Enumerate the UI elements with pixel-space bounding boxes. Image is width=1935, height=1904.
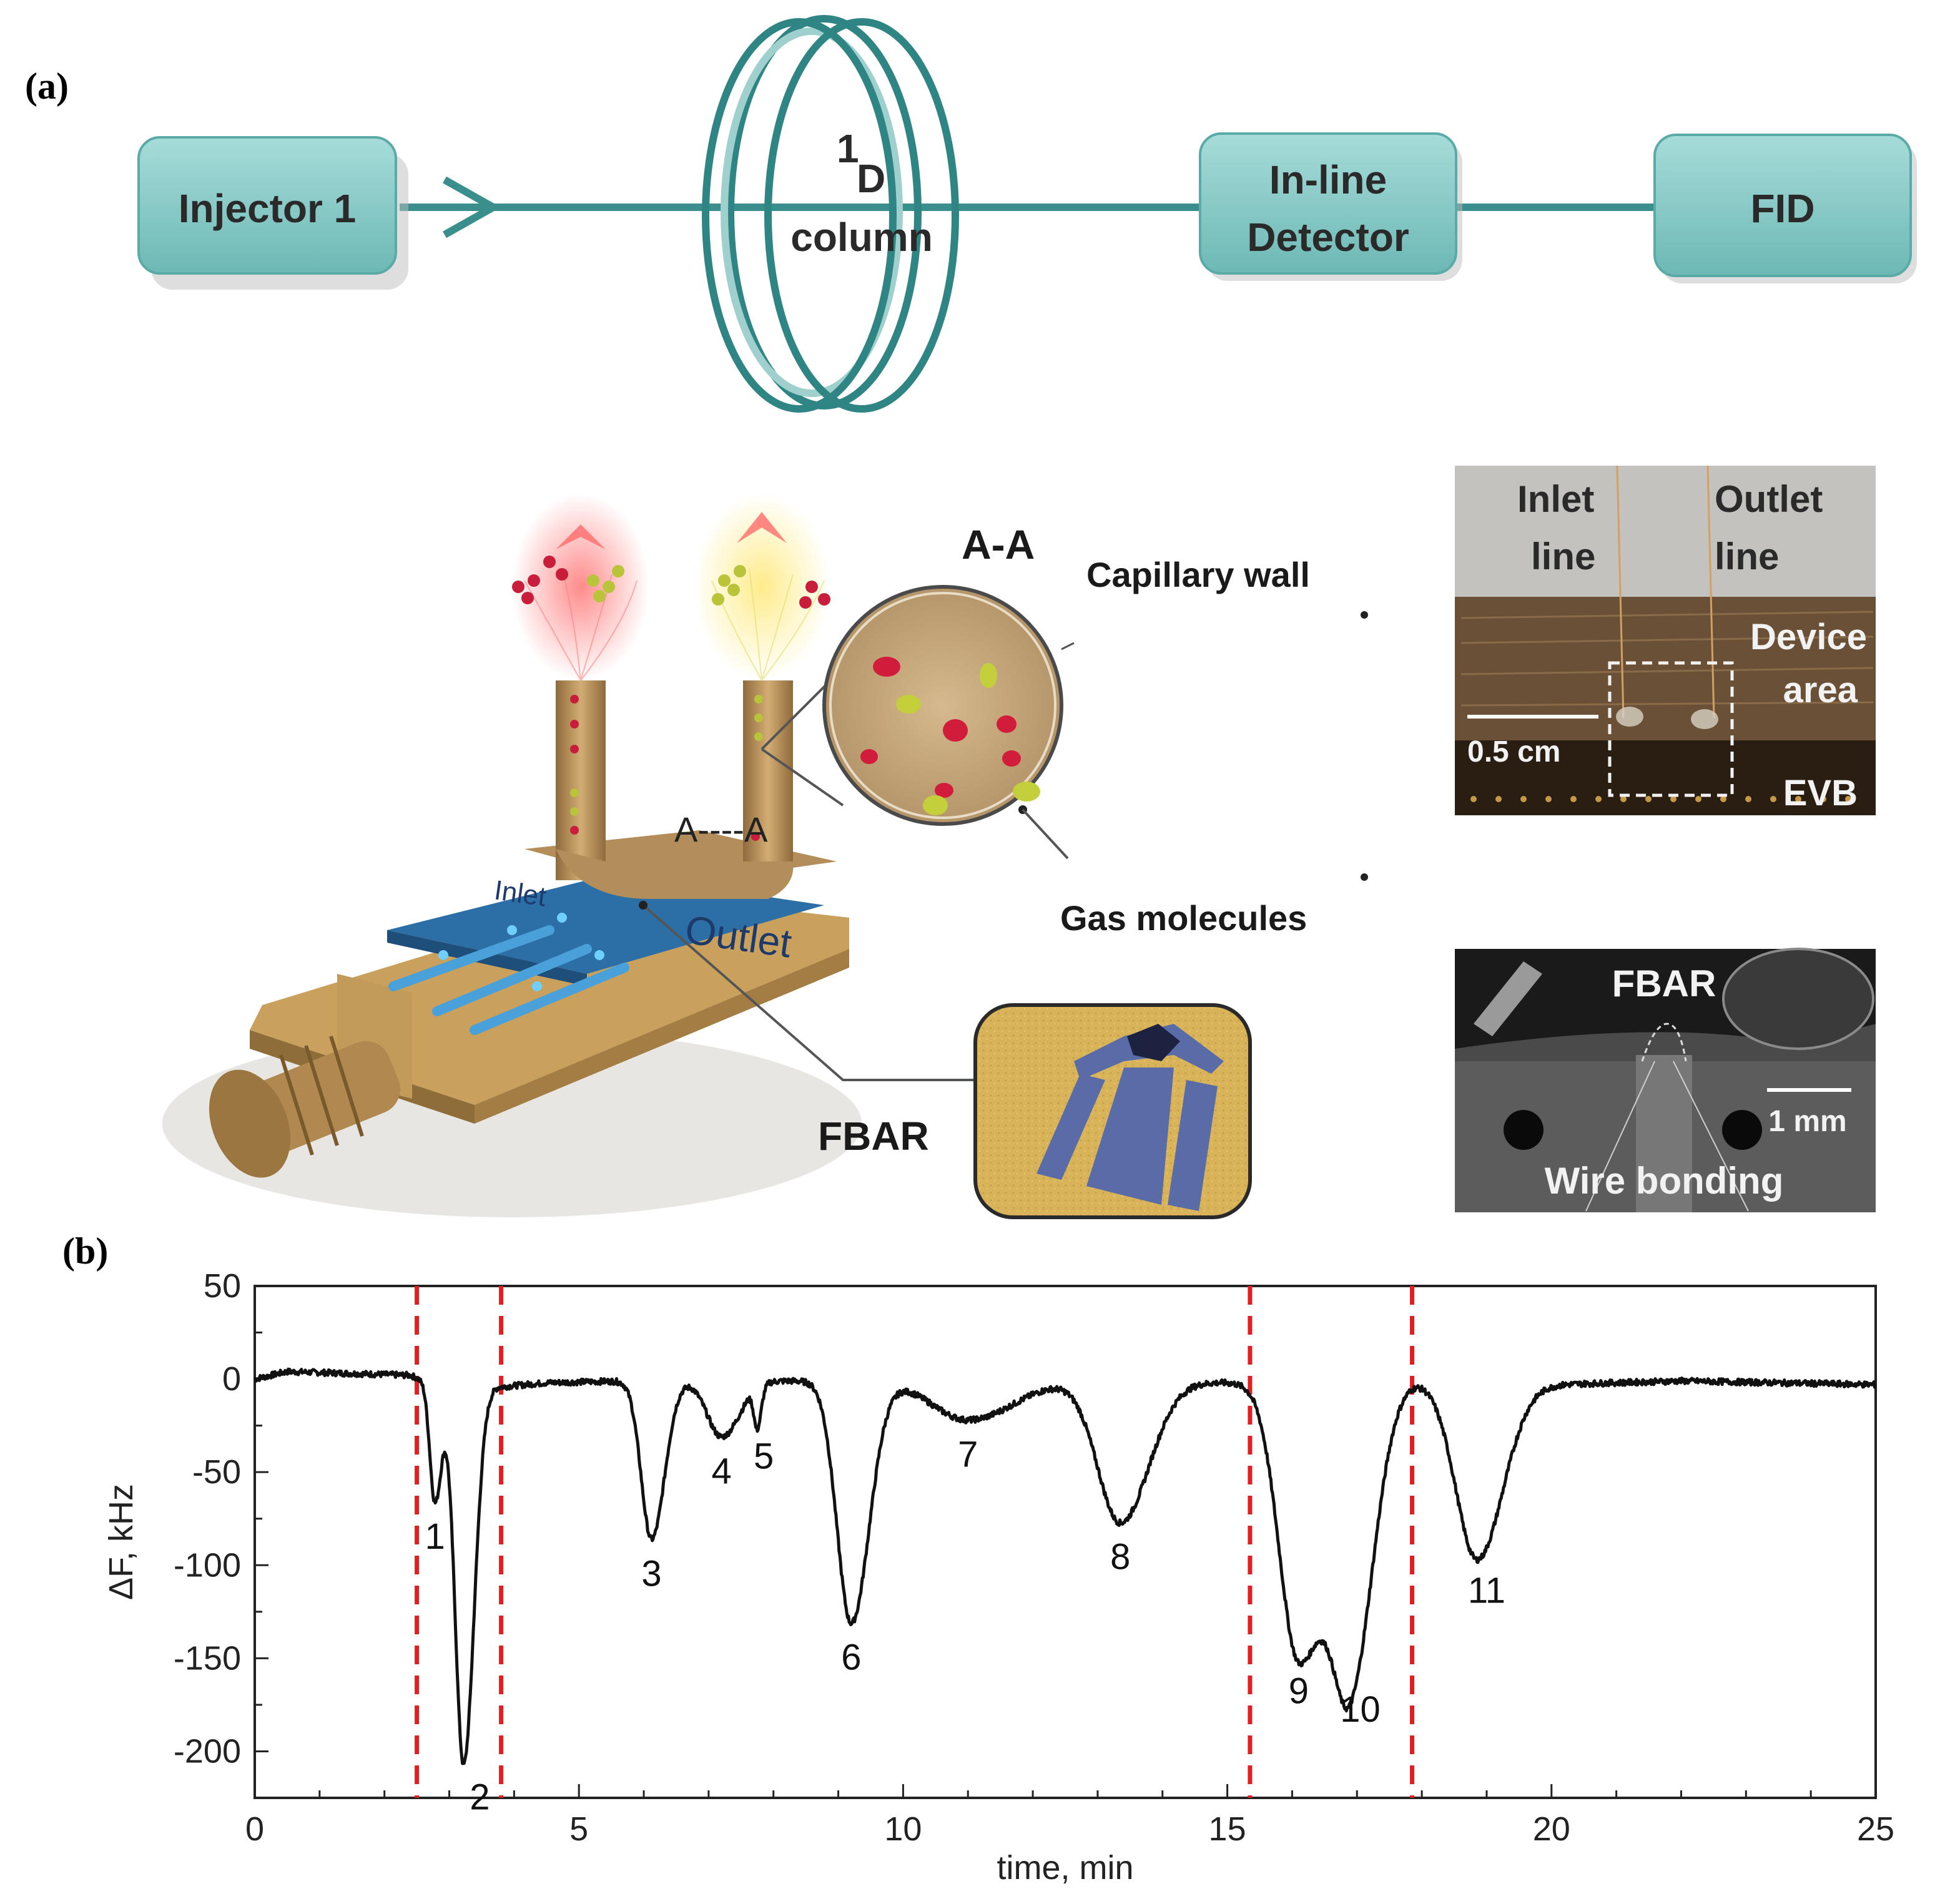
peak-label: 8 bbox=[1110, 1537, 1130, 1578]
device-photo: Inlet line Outlet line Device area 0.5 c… bbox=[1455, 465, 1876, 815]
flow-arrow-icon bbox=[443, 176, 497, 238]
x-tick-label: 5 bbox=[569, 1810, 588, 1848]
column-coil-icon bbox=[702, 15, 959, 413]
peak-label: 4 bbox=[712, 1451, 732, 1492]
x-tick-label: 25 bbox=[1857, 1810, 1894, 1848]
y-axis-label: ΔF, kHz bbox=[102, 1484, 140, 1600]
photo-inlet-2: line bbox=[1531, 536, 1595, 577]
fbar-photo: FBAR 1 mm Wire bonding bbox=[1455, 948, 1876, 1212]
section-marker: A----A bbox=[674, 810, 768, 849]
x-ticks: 0 5 10 15 20 25 bbox=[245, 1784, 1894, 1848]
y-tick-label: -150 bbox=[174, 1639, 241, 1677]
injector-box: Injector 1 bbox=[137, 136, 408, 290]
peak-label: 7 bbox=[958, 1435, 978, 1475]
cut-markers bbox=[415, 1286, 1415, 1798]
signal-trace bbox=[254, 1367, 1877, 1765]
column-label-2: column bbox=[790, 215, 933, 260]
y-tick-label: -50 bbox=[192, 1453, 241, 1491]
detector-label-1: In-line bbox=[1269, 157, 1387, 202]
detector-label-2: Detector bbox=[1247, 215, 1409, 260]
peak-label: 5 bbox=[754, 1436, 774, 1477]
cross-section-circle bbox=[822, 585, 1063, 826]
fid-label: FID bbox=[1750, 186, 1814, 231]
x-tick-label: 0 bbox=[245, 1810, 264, 1848]
peak-label: 1 bbox=[425, 1516, 445, 1557]
y-tick-label: 50 bbox=[204, 1267, 241, 1305]
fbar-inset bbox=[973, 1003, 1252, 1219]
x-tick-label: 20 bbox=[1533, 1810, 1570, 1848]
column-sup: 1 bbox=[837, 126, 859, 171]
y-tick-label: 0 bbox=[222, 1360, 241, 1398]
fbar-label: FBAR bbox=[818, 1114, 929, 1159]
photo-fbar: FBAR bbox=[1612, 963, 1716, 1004]
x-tick-label: 15 bbox=[1209, 1810, 1246, 1848]
x-tick-label: 10 bbox=[884, 1810, 922, 1848]
photo-inlet-1: Inlet bbox=[1517, 478, 1594, 520]
y-ticks: 50 0 -50 -100 -150 -200 bbox=[174, 1267, 268, 1799]
gas-molecules-label: Gas molecules bbox=[1060, 898, 1307, 938]
photo-device-1: Device bbox=[1750, 617, 1867, 657]
peak-label: 3 bbox=[641, 1554, 661, 1594]
device-illustration bbox=[162, 493, 974, 1217]
photo-outlet-1: Outlet bbox=[1715, 478, 1823, 520]
section-title: A-A bbox=[962, 521, 1035, 567]
photo-scale-top: 0.5 cm bbox=[1467, 735, 1560, 768]
gas-molecules-dot bbox=[1361, 873, 1368, 881]
photo-scale-bottom: 1 mm bbox=[1768, 1105, 1846, 1138]
y-tick-label: -100 bbox=[174, 1546, 241, 1584]
y-tick-label: -200 bbox=[174, 1732, 241, 1770]
photo-evb: EVB bbox=[1783, 773, 1858, 813]
peak-label: 10 bbox=[1340, 1689, 1381, 1730]
x-axis-label: time, min bbox=[997, 1849, 1133, 1887]
photo-outlet-2: line bbox=[1715, 536, 1779, 577]
inlet-label: Inlet bbox=[493, 875, 548, 912]
injector-label: Injector 1 bbox=[179, 186, 357, 231]
peak-label: 11 bbox=[1468, 1570, 1505, 1611]
capillary-wall-label: Capillary wall bbox=[1086, 555, 1310, 594]
panel-b-label: (b) bbox=[62, 1230, 108, 1272]
detector-box: In-line Detector bbox=[1199, 132, 1462, 281]
photo-wire: Wire bonding bbox=[1545, 1160, 1784, 1202]
column-label-1: D bbox=[857, 156, 885, 201]
peak-label: 2 bbox=[470, 1777, 490, 1817]
plot-frame bbox=[254, 1285, 1877, 1799]
peak-label: 6 bbox=[841, 1637, 861, 1678]
capillary-wall-dot bbox=[1361, 611, 1368, 619]
fid-box: FID bbox=[1653, 134, 1917, 283]
peak-label: 9 bbox=[1289, 1671, 1309, 1711]
panel-a-label: (a) bbox=[25, 66, 69, 107]
photo-device-2: area bbox=[1783, 670, 1858, 710]
